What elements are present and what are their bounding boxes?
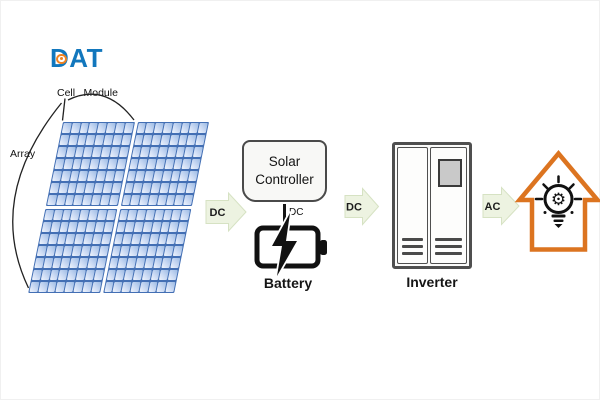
ac-arrow-icon xyxy=(482,186,520,226)
dc-arrow-2-label: DC xyxy=(346,202,362,214)
pv-cell xyxy=(118,147,129,157)
pv-array xyxy=(28,122,209,293)
module-label: Module xyxy=(83,86,118,99)
pv-cell xyxy=(123,123,134,133)
pv-cell xyxy=(108,195,119,205)
pv-cell xyxy=(91,282,101,292)
pv-module xyxy=(45,122,135,206)
pv-cell xyxy=(180,210,191,220)
inverter-left-door xyxy=(397,147,428,264)
pv-cell xyxy=(98,246,109,256)
pv-cell xyxy=(103,222,114,232)
pv-cell xyxy=(121,135,131,145)
battery-label: Battery xyxy=(263,275,313,291)
pv-cell xyxy=(170,258,181,268)
inverter-display-panel xyxy=(438,159,462,187)
pv-cell xyxy=(113,171,124,181)
dc-arrow-1-icon xyxy=(205,191,247,233)
pv-cell xyxy=(100,234,111,244)
pv-cell xyxy=(172,246,183,256)
pv-cell xyxy=(95,258,106,268)
vent-grille-icon xyxy=(434,234,462,255)
pv-module xyxy=(120,122,209,206)
solar-controller-box: Solar Controller xyxy=(242,140,327,202)
pv-cell xyxy=(93,270,104,280)
pv-cell xyxy=(190,159,201,169)
bulb-rays xyxy=(534,175,583,201)
inverter-cabinet xyxy=(392,142,472,269)
controller-battery-link xyxy=(283,204,286,227)
pv-cell xyxy=(116,159,126,169)
pv-cell xyxy=(197,123,208,133)
pv-module xyxy=(28,209,117,293)
pv-cell xyxy=(183,195,194,205)
battery-charging-icon xyxy=(254,211,327,278)
dc-arrow-1-label: DC xyxy=(210,207,226,219)
pv-cell xyxy=(168,270,178,280)
cell-label: Cell xyxy=(57,86,76,99)
pv-cell xyxy=(175,234,186,244)
dc-arrow-2-icon xyxy=(344,187,380,226)
ac-arrow-label: AC xyxy=(485,201,501,213)
pv-cell xyxy=(185,183,196,193)
pv-cell xyxy=(111,183,122,193)
pv-cell xyxy=(105,210,116,220)
dat-logo-target-icon xyxy=(56,53,67,64)
inverter-label: Inverter xyxy=(406,274,458,290)
gear-icon: ⚙ xyxy=(551,190,566,210)
pv-cell xyxy=(165,282,176,292)
array-label: Array xyxy=(8,148,38,161)
pv-cell xyxy=(193,147,203,157)
house-icon: ⚙ xyxy=(514,149,600,252)
cell-pointer-line xyxy=(61,98,66,121)
pv-cell xyxy=(188,171,199,181)
dat-logo: DAT xyxy=(50,45,103,71)
pv-cell xyxy=(177,222,188,232)
inverter-right-door xyxy=(429,147,467,264)
lightbulb-gear-icon: ⚙ xyxy=(534,175,583,228)
battery-link-dc-label: DC xyxy=(289,207,304,218)
pv-cell xyxy=(195,135,206,145)
vent-grille-icon xyxy=(402,234,423,255)
solar-controller-label: Solar Controller xyxy=(255,154,314,187)
pv-module xyxy=(102,209,192,293)
